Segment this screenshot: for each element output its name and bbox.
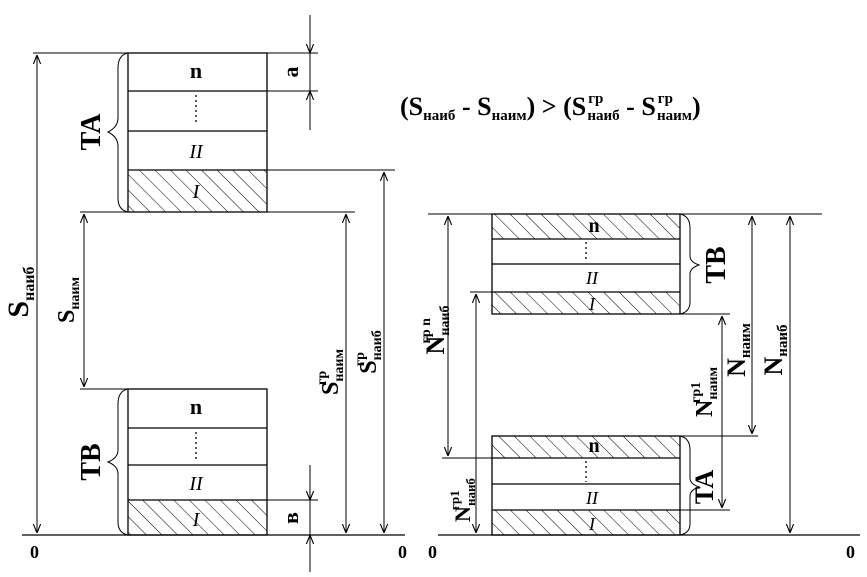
zero-right-2: 0 <box>846 542 855 562</box>
zero-left-1: 0 <box>30 542 39 562</box>
label-ta-left: TA <box>76 113 107 151</box>
label-s-gr-max: Sнаибгр <box>353 330 385 374</box>
label-b: в <box>278 512 303 524</box>
roman-i-2: I <box>192 509 201 531</box>
roman-ii-1: II <box>188 141 204 163</box>
roman-i-1: I <box>192 181 201 203</box>
roman-i-4: I <box>588 514 596 534</box>
roman-ii-2: II <box>188 473 204 495</box>
label-n-max: Nнаиб <box>759 324 791 375</box>
label-a: a <box>278 67 303 78</box>
label-tb-left: TB <box>76 443 107 480</box>
brace-ta-right <box>679 435 701 536</box>
label-tb-right: TB <box>701 246 732 283</box>
roman-ii-4: II <box>585 488 599 508</box>
label-n-gr1-min: Nнаимгр1 <box>689 367 721 417</box>
brace-ta-left <box>106 52 129 213</box>
label-ta-right: TA <box>690 470 719 504</box>
label-n-gr1-max: Nнаибгр1 <box>447 478 478 522</box>
ta-box-right <box>491 435 681 536</box>
roman-i-3: I <box>588 294 596 314</box>
label-n-gr-n-max: Nнаибгр n <box>419 306 453 355</box>
tb-hatched-zone <box>128 500 267 535</box>
brace-tb-left <box>106 388 129 536</box>
ta-hatched-zone <box>128 170 267 212</box>
label-s-gr-min: Sнаимгр <box>315 349 347 395</box>
zero-right-1: 0 <box>428 542 437 562</box>
label-n-2: n <box>190 394 202 419</box>
label-n-min: Nнаим <box>722 323 754 377</box>
label-n-4: n <box>588 435 599 457</box>
brace-tb-right <box>679 213 701 315</box>
tb-box <box>127 388 268 536</box>
label-n-3: n <box>588 215 599 237</box>
roman-ii-3: II <box>585 268 599 288</box>
zero-left-2: 0 <box>398 542 407 562</box>
label-s-max: Sнаиб <box>2 266 38 317</box>
label-s-min: Sнаим <box>54 277 83 323</box>
label-n-1: n <box>190 58 202 83</box>
